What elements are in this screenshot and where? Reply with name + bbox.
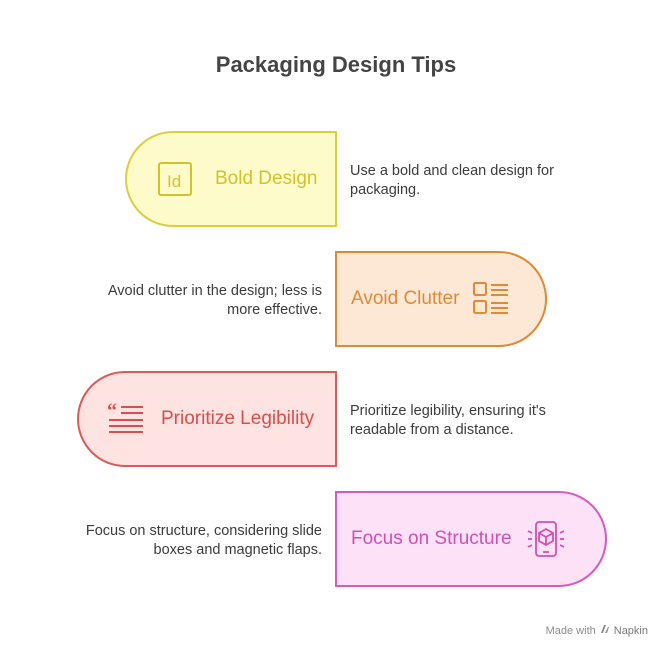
indesign-icon: Id <box>155 159 195 199</box>
focus-on-structure-label: Focus on Structure <box>351 528 512 549</box>
bold-design-label: Bold Design <box>215 168 318 189</box>
avoid-clutter-description: Avoid clutter in the design; less is mor… <box>107 283 322 318</box>
footer-attribution: Made with Napkin <box>546 624 648 637</box>
napkin-brand-text: Napkin <box>613 624 648 637</box>
prioritize-legibility-pill: “ Prioritize Legibility <box>77 371 337 467</box>
made-with-text: Made with <box>545 624 596 637</box>
svg-text:Id: Id <box>167 172 181 191</box>
focus-on-structure-pill: Focus on Structure <box>335 491 607 587</box>
quote-text-icon: “ <box>105 399 145 439</box>
bold-design-description: Use a bold and clean design for packagin… <box>350 163 554 198</box>
avoid-clutter-label: Avoid Clutter <box>351 288 460 309</box>
prioritize-legibility-description: Prioritize legibility, ensuring it's rea… <box>350 403 546 438</box>
focus-on-structure-description: Focus on structure, considering slide bo… <box>85 523 322 558</box>
avoid-clutter-pill: Avoid Clutter <box>335 251 547 347</box>
phone-ar-cube-icon <box>526 519 566 559</box>
prioritize-legibility-label: Prioritize Legibility <box>161 408 315 429</box>
svg-text:“: “ <box>107 400 117 422</box>
diagram-title: Packaging Design Tips <box>215 52 457 77</box>
napkin-logo-icon <box>600 624 610 637</box>
bold-design-pill: Id Bold Design <box>125 131 337 227</box>
layout-list-icon <box>471 279 511 319</box>
